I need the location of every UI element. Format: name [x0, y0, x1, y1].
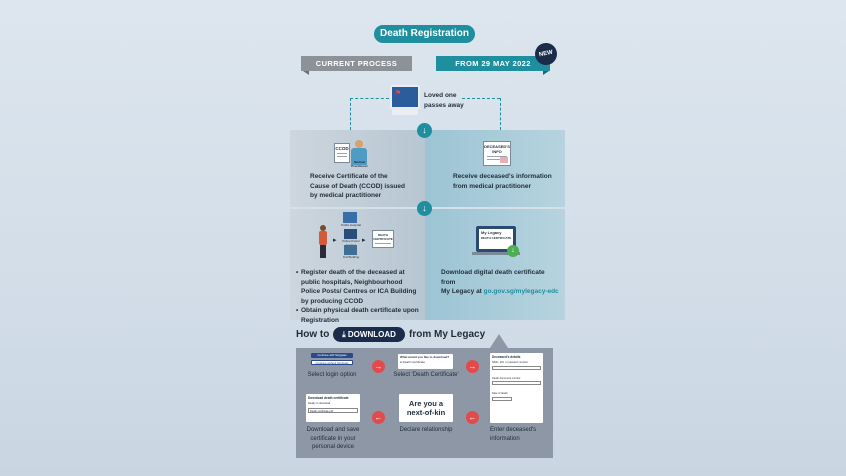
connector-left-v [350, 98, 351, 130]
howto-prefix: How to [296, 329, 330, 340]
doc-line [375, 243, 391, 245]
computer-base [392, 109, 418, 115]
arrow-right-icon: → [466, 360, 479, 373]
new-step-2-mylegacy: My Legacy [441, 288, 475, 295]
download-pill: ⤓ DOWNLOAD [333, 327, 405, 342]
arrow-right-icon: → [372, 360, 385, 373]
download-ready-label: Ready to download [308, 402, 331, 405]
step-4-label: Declare relationship [399, 427, 453, 433]
ica-label: ICA Building [342, 255, 360, 259]
hospital-label: Public Hospital [341, 223, 361, 227]
death-cert-option: ● Death Certificate [400, 360, 425, 364]
stamp-icon [500, 157, 508, 163]
hospital-icon [343, 212, 357, 223]
doc-line [337, 153, 347, 155]
doc-line [337, 156, 347, 158]
no-singpass-button: Continue without Singpass [311, 360, 353, 365]
arrow-left-icon: ← [466, 411, 479, 424]
doctor-body [351, 148, 367, 165]
current-step-2-bullet-1: Register death of the deceased at public… [296, 268, 421, 306]
mylegacy-label: My Legacy [481, 230, 502, 235]
connector-right-v [500, 98, 501, 130]
ccod-document-icon: CCOD [334, 143, 350, 163]
person-legs [320, 245, 326, 258]
down-arrow-icon: ↓ [417, 201, 432, 216]
police-icon [344, 229, 357, 239]
death-doc-field [492, 381, 541, 385]
down-arrow-icon: ↓ [417, 123, 432, 138]
death-doc-field-label: Death document number [492, 376, 521, 380]
doc-line [487, 156, 507, 158]
download-icon: ⤓ [342, 330, 346, 339]
howto-notch [490, 334, 508, 348]
step-1-label: Select login option [307, 372, 357, 378]
start-text: Loved one passes away [424, 92, 464, 109]
person-head [320, 225, 326, 231]
mylegacy-link[interactable]: go.gov.sg/mylegacy-edc [483, 288, 559, 295]
deceased-info-document-icon: DECEASED'S INFO [483, 141, 511, 166]
download-certificate-card: Download death certificate Ready to down… [306, 394, 360, 422]
ribbon-tail-right [543, 71, 549, 75]
medical-practitioner-label: Medical Practitioner [351, 160, 368, 168]
deceased-details-title: Deceased's details [492, 355, 521, 359]
date-of-death-field [492, 396, 512, 401]
date-of-death-label: Date of death [492, 392, 508, 395]
certificate-file[interactable]: Death certificate.pdf [308, 407, 358, 413]
death-cert-label: DEATH CERTIFICATE [373, 233, 393, 241]
new-step-2-text: Download digital death certificate from … [441, 268, 559, 297]
arrow-right-icon: ▸ [333, 237, 337, 244]
new-step-2-at: at [476, 288, 482, 295]
arrow-left-icon: ← [372, 411, 385, 424]
next-of-kin-card: Are you a next-of-kin [399, 394, 453, 422]
death-cert-option-label: Death Certificate [402, 360, 425, 364]
singpass-button: Continue with Singpass [311, 353, 353, 358]
physical-certificate-icon: DEATH CERTIFICATE [372, 230, 394, 248]
connector-right-h [462, 98, 500, 99]
step-3-label: Enter deceased's information [490, 427, 537, 442]
download-cert-title: Download death certificate [308, 396, 349, 400]
ica-building-icon [344, 245, 357, 255]
current-process-header: CURRENT PROCESS [301, 56, 412, 71]
download-label: DOWNLOAD [347, 330, 396, 339]
laptop-screen: My Legacy DEATH CERTIFICATE [479, 229, 513, 249]
deceased-details-card: Deceased's details NRIC, FIN, or passpor… [490, 353, 543, 423]
page-title: Death Registration [374, 25, 475, 43]
step-2-label: Select 'Death Certificate' [393, 372, 459, 378]
current-step-2-bullet-2: Obtain physical death certificate upon R… [296, 306, 421, 325]
ccod-label: CCOD [335, 146, 349, 151]
howto-suffix: from My Legacy [409, 329, 486, 340]
new-process-header: FROM 29 MAY 2022 [436, 56, 550, 71]
download-question: What would you like to download? [400, 355, 450, 359]
person-body [319, 231, 327, 245]
download-check-icon: ↓ [507, 245, 519, 257]
certificate-file-name: Death certificate.pdf [310, 409, 334, 413]
nric-field-label: NRIC, FIN, or passport number [492, 361, 528, 364]
ribbon-tail-left [303, 71, 309, 75]
login-options-card: Continue with Singpass Continue without … [311, 353, 353, 369]
step-5-label: Download and save certificate in your pe… [306, 427, 360, 450]
next-of-kin-question: Are you a next-of-kin [406, 399, 446, 417]
digital-cert-label: DEATH CERTIFICATE [480, 236, 512, 240]
flag-icon: ⚑ [395, 90, 402, 97]
doc-line [487, 159, 507, 161]
current-step-1-text: Receive Certificate of the Cause of Deat… [310, 173, 405, 199]
connector-left-h [350, 98, 389, 99]
select-certificate-card: What would you like to download? ● Death… [398, 354, 453, 369]
nric-field [492, 365, 541, 370]
doctor-head [355, 140, 363, 148]
current-step-2-list: Register death of the deceased at public… [296, 268, 421, 325]
computer-icon [390, 85, 420, 109]
deceased-info-label: DECEASED'S INFO [484, 144, 510, 154]
new-step-2-text-main: Download digital death certificate from [441, 269, 545, 286]
laptop-base [472, 252, 520, 255]
arrow-right-icon: ▸ [362, 237, 366, 244]
new-step-1-text: Receive deceased's information from medi… [453, 173, 552, 190]
